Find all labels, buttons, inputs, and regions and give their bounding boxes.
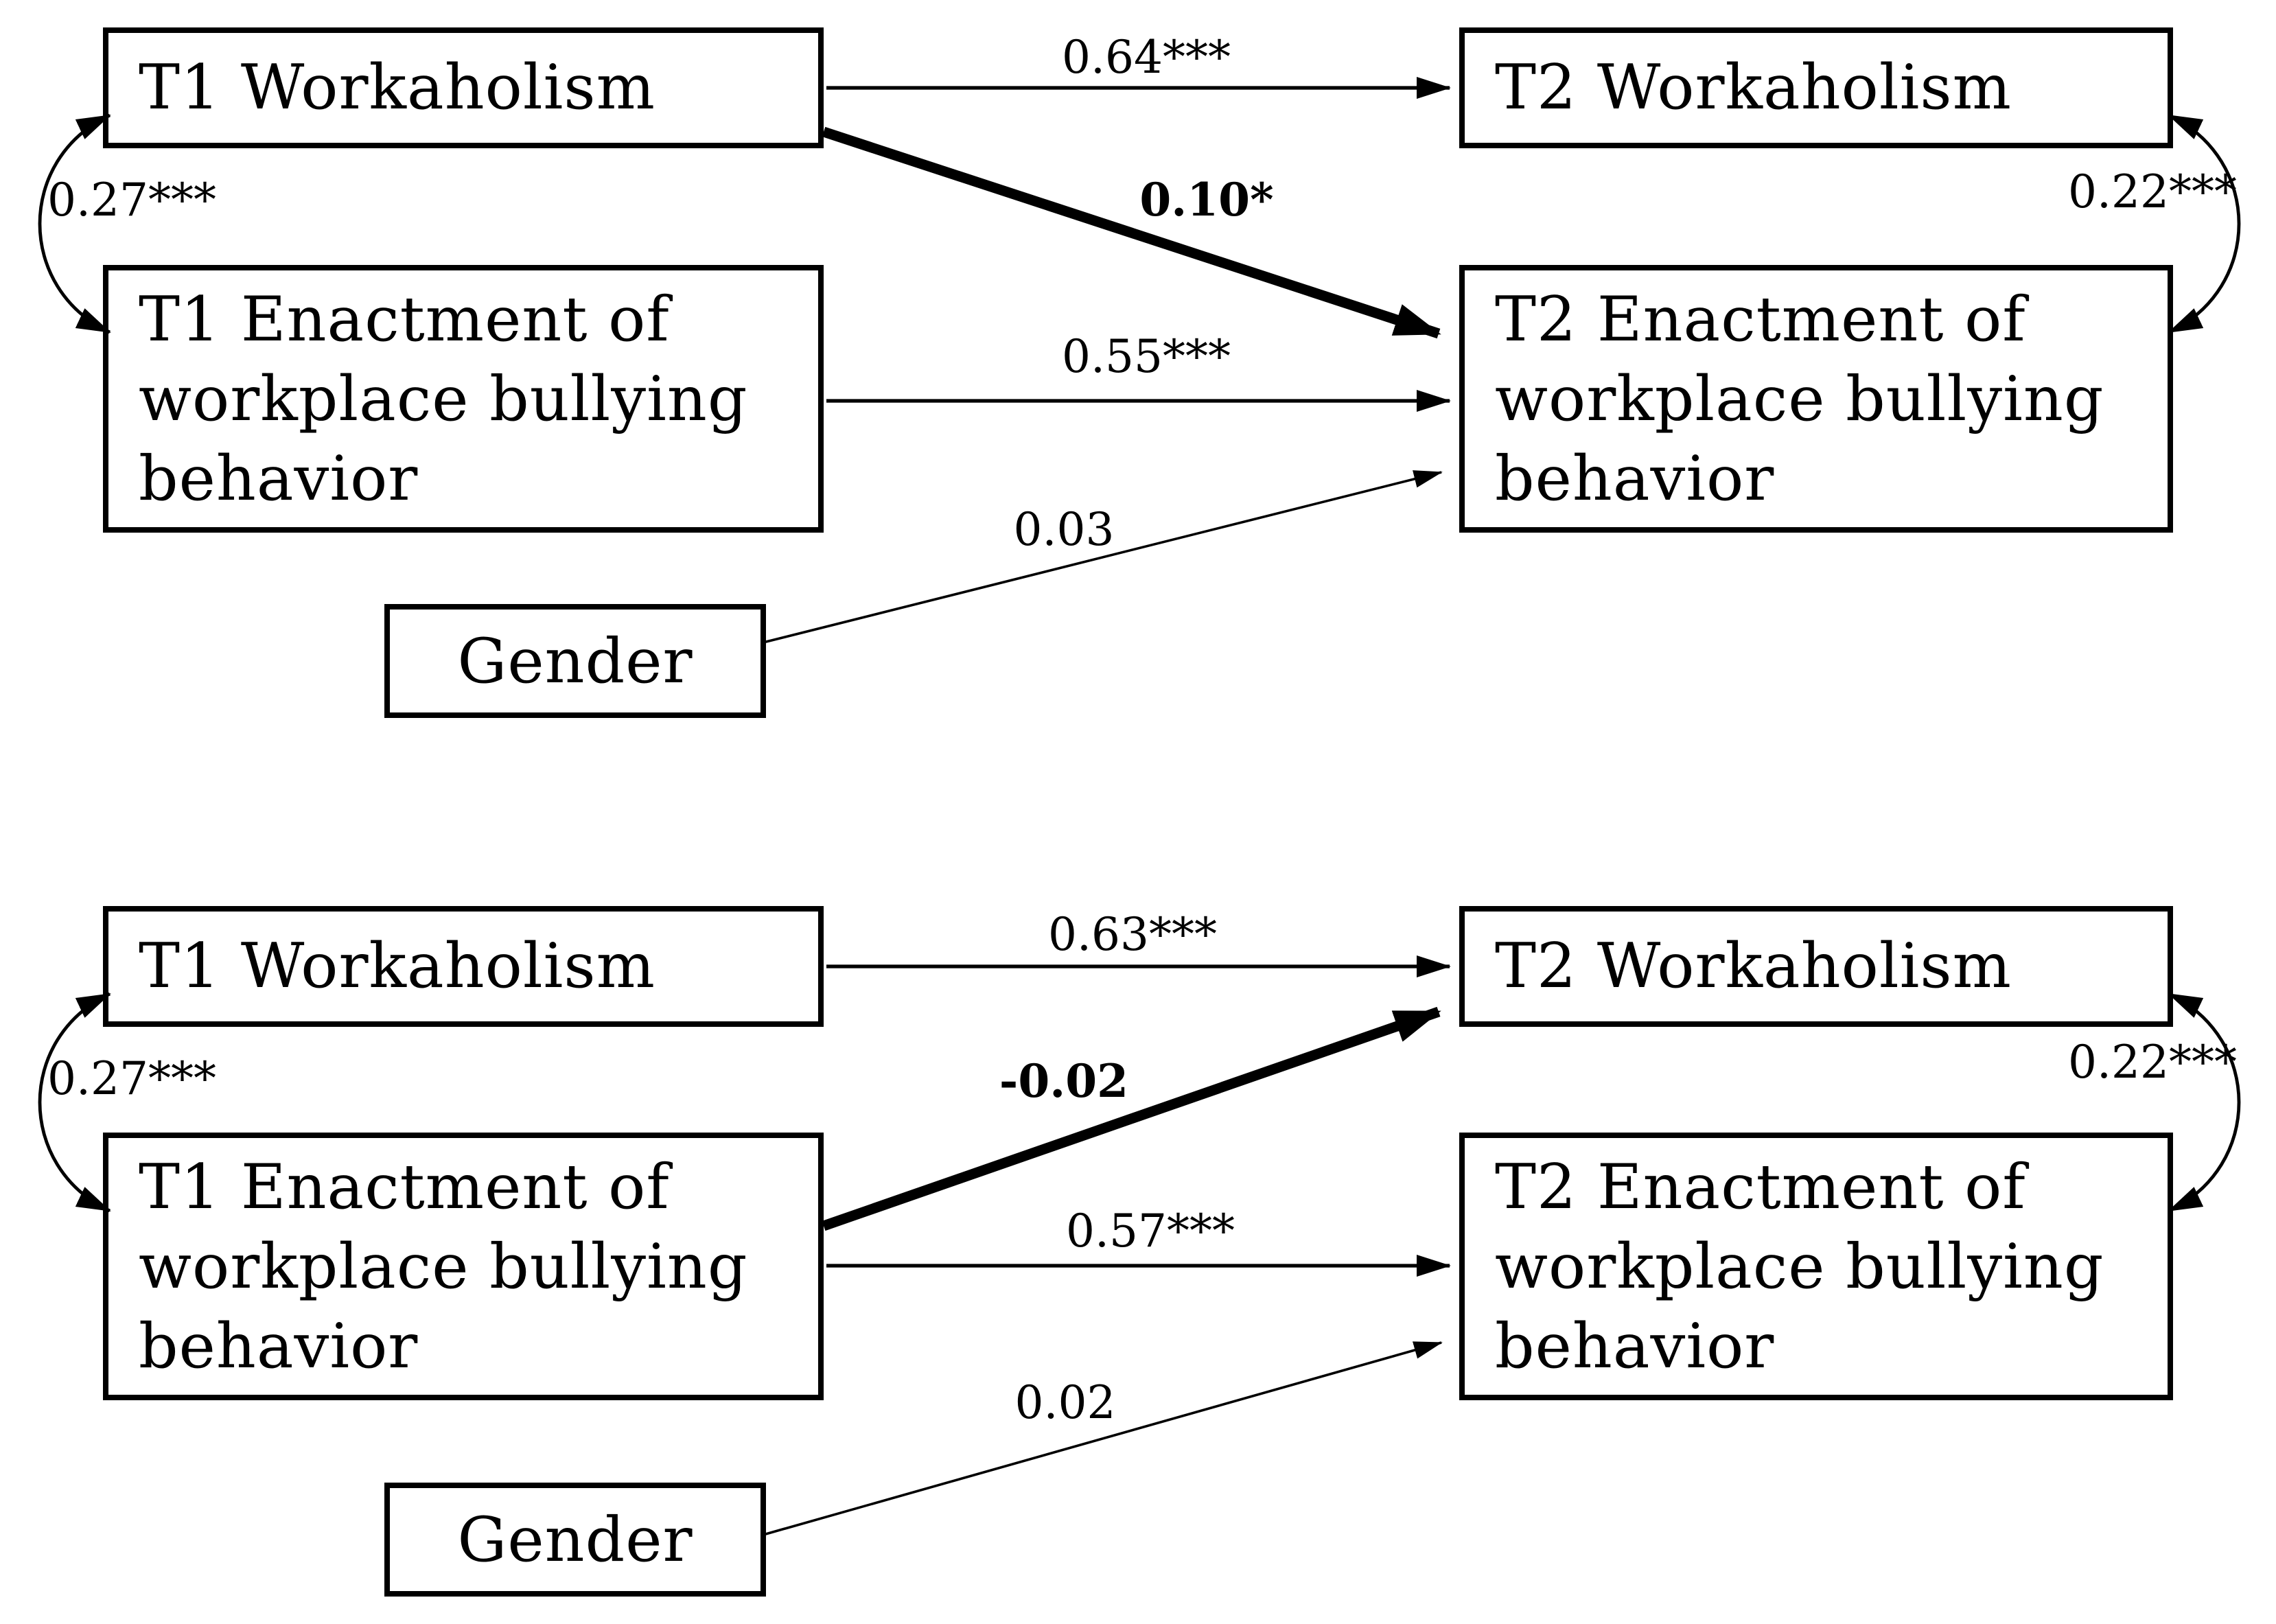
panel-a-covariance-arc-t2: [2168, 113, 2241, 334]
panel-b-box-t1-workaholism-label: T1 Workaholism: [139, 929, 655, 1002]
panel-b-box-t1-workaholism: T1 Workaholism: [103, 906, 824, 1027]
panel-a-box-gender: Gender: [384, 604, 766, 718]
panel-a-box-t2-workaholism-label: T2 Workaholism: [1495, 51, 2012, 124]
panel-a-coef-t2-covariance: 0.22***: [2068, 165, 2237, 218]
panel-b-arrow-gender-to-t2e: [763, 1341, 1443, 1536]
panel-a-coef-t1-covariance: 0.27***: [47, 173, 216, 227]
panel-a-coef-t1w-t2w: 0.64***: [1062, 30, 1231, 84]
panel-a-box-t1-enactment: T1 Enactment of workplace bullying behav…: [103, 265, 824, 533]
panel-b-coef-t1-covariance: 0.27***: [47, 1052, 216, 1105]
panel-a-coef-gender-t2e: 0.03: [1013, 502, 1115, 556]
panel-a-arrow-gender-to-t2e: [763, 470, 1443, 644]
panel-b-box-gender: Gender: [384, 1483, 766, 1597]
panel-a-coef-t1e-t2e: 0.55***: [1062, 329, 1231, 383]
panel-b-box-gender-label: Gender: [457, 1503, 693, 1575]
panel-a-box-t2-workaholism: T2 Workaholism: [1459, 27, 2173, 148]
panel-a-coef-t1w-t2e: 0.10*: [1139, 173, 1274, 227]
panel-b-box-t1-enactment-label: T1 Enactment of workplace bullying behav…: [139, 1150, 748, 1382]
panel-a-arrow-t1w-to-t2e-thick: [822, 126, 1441, 339]
panel-b-covariance-arc-t2: [2168, 992, 2241, 1213]
panel-a-box-gender-label: Gender: [457, 624, 693, 697]
panel-b-coef-t1w-t2w: 0.63***: [1048, 907, 1217, 961]
panel-b-coef-t2-covariance: 0.22***: [2068, 1035, 2237, 1089]
panel-b-coef-gender-t2e: 0.02: [1014, 1376, 1116, 1429]
panel-b-box-t1-enactment: T1 Enactment of workplace bullying behav…: [103, 1133, 824, 1400]
panel-b-coef-t1e-t2w: -0.02: [999, 1054, 1129, 1108]
panel-b-box-t2-enactment-label: T2 Enactment of workplace bullying behav…: [1495, 1150, 2104, 1382]
panel-b-box-t2-workaholism-label: T2 Workaholism: [1495, 929, 2012, 1002]
panel-a-box-t1-workaholism-label: T1 Workaholism: [139, 51, 655, 124]
panel-a-box-t1-enactment-label: T1 Enactment of workplace bullying behav…: [139, 282, 748, 514]
panel-b-box-t2-enactment: T2 Enactment of workplace bullying behav…: [1459, 1133, 2173, 1400]
panel-a-box-t2-enactment-label: T2 Enactment of workplace bullying behav…: [1495, 282, 2104, 514]
panel-b-box-t2-workaholism: T2 Workaholism: [1459, 906, 2173, 1027]
panel-a-box-t1-workaholism: T1 Workaholism: [103, 27, 824, 148]
panel-a-box-t2-enactment: T2 Enactment of workplace bullying behav…: [1459, 265, 2173, 533]
panel-b-coef-t1e-t2e: 0.57***: [1066, 1204, 1235, 1257]
panel-b-arrow-t1e-to-t2w-thick: [822, 1006, 1441, 1231]
